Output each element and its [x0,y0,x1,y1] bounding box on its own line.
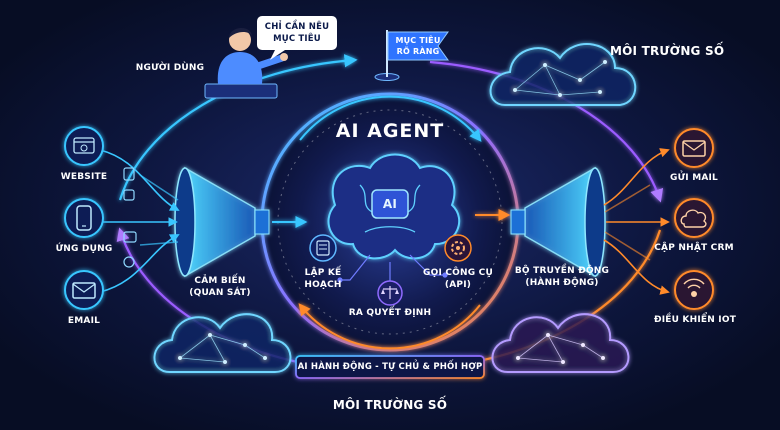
email-icon [64,270,104,310]
ai-chip-icon [371,189,409,219]
speech-line-2: MỤC TIÊU [273,34,321,44]
tools-line-1: GỌI CÔNG CỤ [423,268,493,278]
cloud-bottom-right-icon [491,313,630,373]
circuit-lines [337,254,448,285]
ai-chip-label: AI [382,197,398,211]
tools-line-2: (API) [444,280,472,290]
mail-out-icon [674,128,714,168]
actuator-funnel [475,166,606,278]
plan-line-2: HOẠCH [304,280,342,290]
output-mail-label: GỬI MAIL [670,173,718,183]
input-app-label: ỨNG DỤNG [55,244,113,254]
user-avatar [204,27,288,99]
env-top-label: MÔI TRƯỜNG SỐ [610,44,725,58]
crm-cloud-icon [674,198,714,238]
input-website-label: WEBSITE [60,172,108,182]
cloud-top-right-icon [489,43,637,106]
center-title: AI AGENT [335,120,445,142]
output-iot-label: ĐIỀU KHIỂN IOT [653,315,737,325]
plan-icon [309,234,337,262]
actuator-line-2: (HÀNH ĐỘNG) [525,278,599,288]
cloud-bottom-left-icon [153,313,292,373]
env-bottom-label: MÔI TRƯỜNG SỐ [332,398,448,412]
iot-control-icon [674,270,714,310]
small-input-icons [123,167,137,268]
sensor-funnel [174,166,308,278]
input-arrows [99,149,180,293]
output-crm-label: CẬP NHẬT CRM [654,243,734,253]
brain-icon [327,153,461,260]
sensor-line-1: CẢM BIẾN [194,276,246,286]
scale-icon [377,280,403,306]
goal-flag-icon [374,30,449,81]
sensor-line-2: (QUAN SÁT) [189,288,251,298]
speech-line-1: CHỈ CẦN NÊU [264,22,330,32]
plan-line-1: LẬP KẾ [304,268,342,278]
banner-box [295,355,485,379]
goal-line-2: RÕ RÀNG [396,47,440,56]
user-label: NGƯỜI DÙNG [135,63,205,73]
speech-bubble [257,16,337,60]
output-arrows [603,148,670,295]
phone-icon [64,198,104,238]
decide-label: RA QUYẾT ĐỊNH [348,308,432,318]
input-email-label: EMAIL [67,316,101,326]
gear-icon [444,234,472,262]
actuator-line-1: BỘ TRUYỀN ĐỘNG [514,266,610,276]
banner-text: AI HÀNH ĐỘNG - TỰ CHỦ & PHỐI HỢP [297,362,483,372]
goal-line-1: MỤC TIÊU [395,36,441,45]
website-icon [64,126,104,166]
